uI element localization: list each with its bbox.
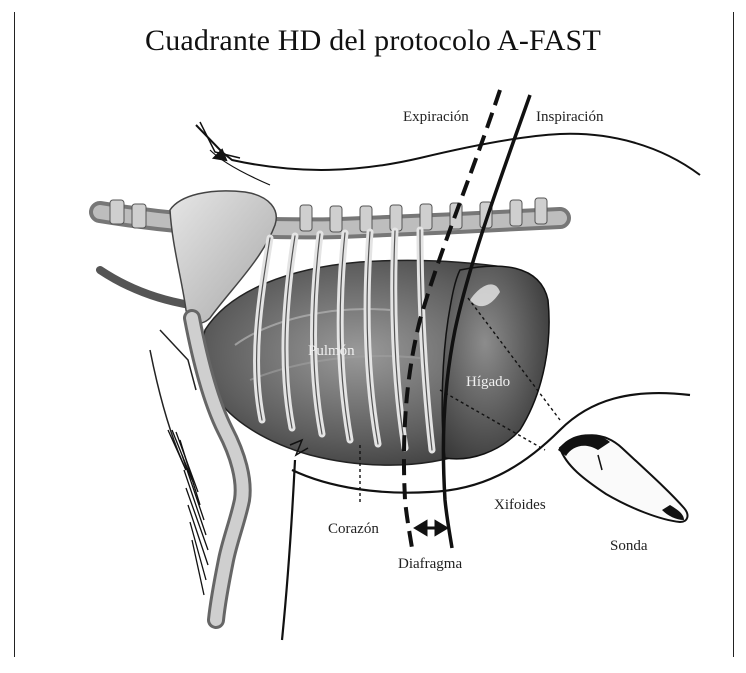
label-diaphragm: Diafragma (398, 556, 462, 573)
dorsal-outline (196, 122, 700, 185)
label-expiration: Expiración (403, 109, 469, 126)
label-xiphoid: Xifoides (494, 497, 546, 514)
probe-icon (558, 434, 687, 522)
label-probe: Sonda (610, 538, 648, 555)
liver (442, 266, 549, 459)
diaphragm-excursion-arrow (416, 522, 446, 534)
label-liver: Hígado (466, 374, 510, 391)
label-inspiration: Inspiración (536, 109, 603, 126)
label-lung: Pulmón (308, 343, 355, 360)
label-heart: Corazón (328, 521, 379, 538)
